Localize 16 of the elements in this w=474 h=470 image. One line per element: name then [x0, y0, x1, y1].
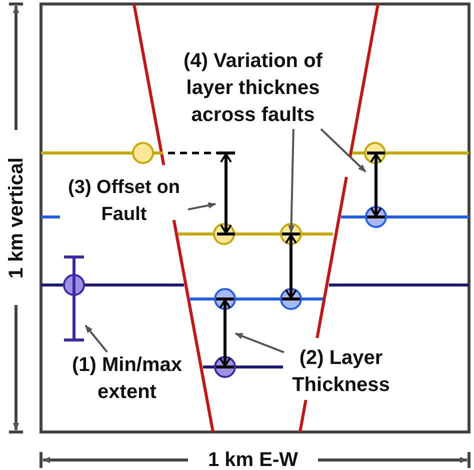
measurement-arrow: [282, 232, 300, 300]
dimension-label: 1 km vertical: [4, 157, 28, 279]
leader-line: [188, 202, 216, 210]
callout-text: (2) Layer Thickness: [284, 345, 398, 399]
dimension-label: 1 km E-W: [208, 448, 298, 470]
measurement-arrow: [216, 298, 234, 368]
measurement-arrow: [217, 152, 235, 236]
callout-text: (3) Offset on Fault: [60, 174, 188, 228]
leader-line: [84, 324, 108, 353]
leader-line: [234, 332, 284, 354]
callout-text: (1) Min/max extent: [60, 352, 194, 406]
measurement-arrow: [367, 152, 385, 218]
error-bar: [64, 256, 84, 342]
leader-line: [320, 128, 366, 172]
leader-line: [288, 128, 294, 234]
callout-text: (4) Variation of layer thicknes across faults: [168, 48, 338, 129]
